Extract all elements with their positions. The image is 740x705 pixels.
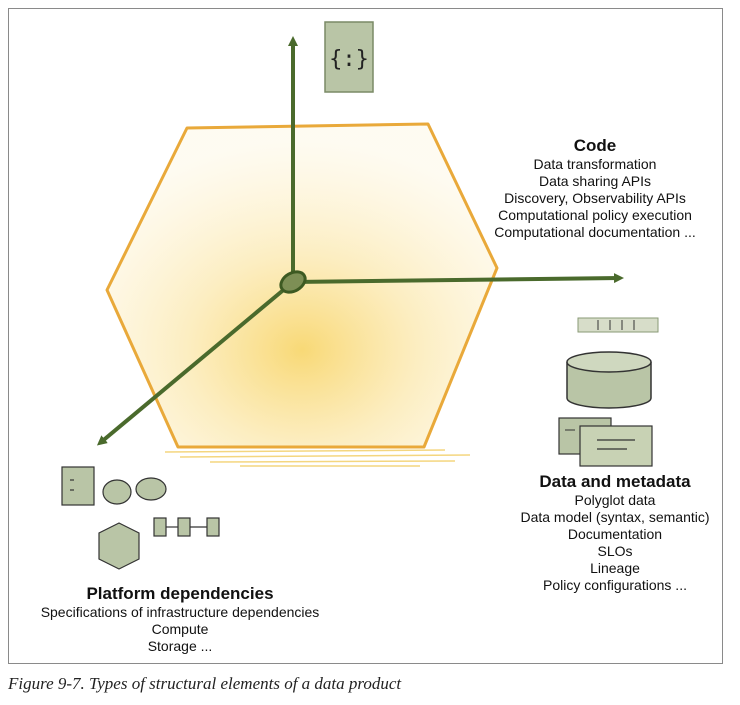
code-item: Computational policy execution <box>498 207 692 223</box>
code-item: Computational documentation ... <box>494 224 696 240</box>
data-metadata-item: Documentation <box>567 526 663 542</box>
platform-axis-down-left <box>96 280 295 446</box>
metadata-documents-icon <box>558 417 653 467</box>
svg-text:{:}: {:} <box>329 47 369 72</box>
code-heading: Code <box>573 136 617 155</box>
infrastructure-icon <box>61 466 220 570</box>
code-item: Data sharing APIs <box>538 173 652 189</box>
platform-item: Compute <box>151 621 209 637</box>
data-metadata-item: Data model (syntax, semantic) <box>520 509 710 525</box>
data-axis-right <box>292 273 624 284</box>
data-metadata-label-block: Data and metadata Polyglot data Data mod… <box>500 472 730 594</box>
data-metadata-item: SLOs <box>597 543 633 559</box>
data-strip-icon <box>577 317 659 333</box>
data-metadata-heading: Data and metadata <box>539 472 691 491</box>
data-metadata-item: Policy configurations ... <box>543 577 687 593</box>
platform-heading: Platform dependencies <box>86 584 274 603</box>
data-metadata-item: Polyglot data <box>574 492 656 508</box>
figure-caption: Figure 9-7. Types of structural elements… <box>8 674 402 693</box>
curly-braces-icon: {:} <box>324 21 374 93</box>
axis-origin-node <box>279 270 307 294</box>
data-metadata-item: Lineage <box>590 560 640 576</box>
database-icon <box>566 351 652 409</box>
platform-item: Specifications of infrastructure depende… <box>40 604 320 620</box>
code-item: Data transformation <box>533 156 657 172</box>
hexagon-shadow-strokes <box>164 449 471 467</box>
code-label-block: Code Data transformation Data sharing AP… <box>460 136 730 241</box>
platform-label-block: Platform dependencies Specifications of … <box>20 584 340 655</box>
code-item: Discovery, Observability APIs <box>504 190 686 206</box>
platform-item: Storage ... <box>147 638 213 654</box>
